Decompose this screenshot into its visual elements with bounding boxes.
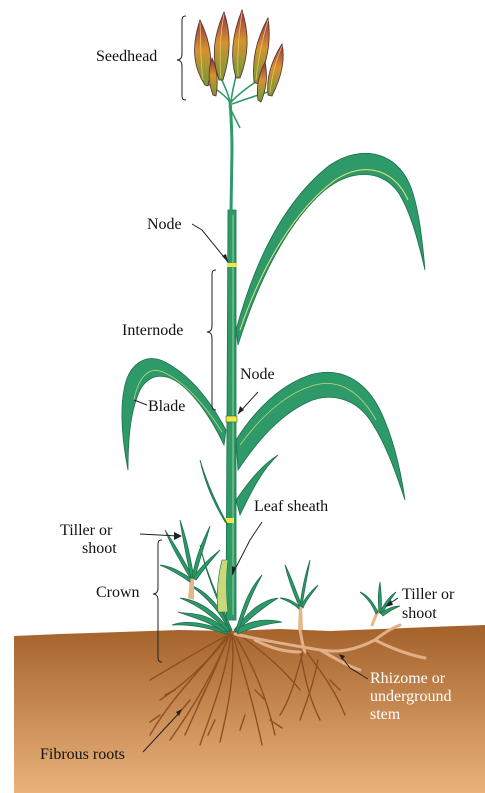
label-rhizome-line2: underground (370, 688, 451, 706)
label-rhizome-line1: Rhizome or (370, 670, 445, 688)
flower-stalk (230, 100, 232, 212)
label-tiller-left-line1: Tiller or (60, 522, 112, 540)
label-fibrous-roots: Fibrous roots (40, 746, 125, 764)
label-internode: Internode (122, 322, 183, 340)
label-seedhead: Seedhead (96, 48, 157, 66)
blade-leader (134, 400, 147, 405)
tiller-left-leader (140, 534, 178, 536)
label-rhizome-line3: stem (370, 706, 400, 724)
label-tiller-right-line2: shoot (402, 605, 437, 623)
lower-left-leaf (200, 460, 228, 525)
leaf-sheath-leader (232, 522, 262, 575)
tiller-left (160, 520, 220, 600)
node-lower-mark (226, 416, 237, 422)
label-leaf-sheath: Leaf sheath (254, 498, 328, 516)
label-tiller-right-line1: Tiller or (402, 586, 454, 604)
label-blade: Blade (148, 398, 185, 416)
seedhead (195, 10, 284, 102)
label-node-upper: Node (147, 216, 182, 234)
label-crown: Crown (96, 584, 140, 602)
right-blade (236, 372, 405, 500)
node-upper-mark (227, 263, 237, 267)
tiller-middle (280, 560, 318, 630)
label-tiller-left-line2: shoot (82, 540, 117, 558)
internode-bracket (207, 270, 216, 410)
soil (14, 625, 485, 793)
seedhead-bracket (177, 16, 186, 100)
main-stem (217, 210, 237, 620)
label-node-lower: Node (240, 366, 275, 384)
tiller-right (360, 582, 400, 626)
